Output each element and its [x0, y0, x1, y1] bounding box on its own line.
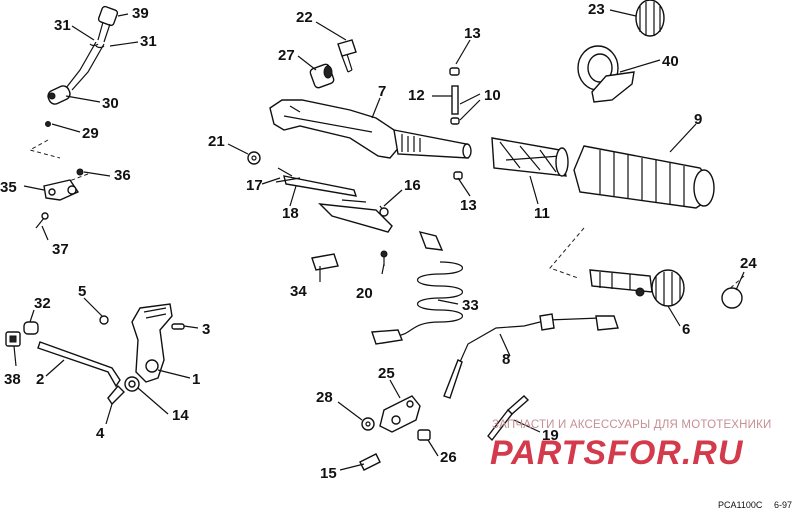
- callout-36: 36: [114, 167, 131, 184]
- callout-31b: 31: [140, 33, 157, 50]
- callout-10: 10: [484, 87, 501, 104]
- callout-24: 24: [740, 255, 757, 272]
- callout-8: 8: [502, 351, 510, 368]
- callout-7: 7: [378, 83, 386, 100]
- callout-28: 28: [316, 389, 333, 406]
- callout-2: 2: [36, 371, 44, 388]
- callout-22: 22: [296, 9, 313, 26]
- bracket-group: [359, 395, 530, 471]
- callout-13b: 13: [460, 197, 477, 214]
- callout-34: 34: [290, 283, 307, 300]
- callout-20: 20: [356, 285, 373, 302]
- leader-lines: [13, 9, 745, 471]
- callout-17: 17: [246, 177, 263, 194]
- tiller-arm-group: [247, 39, 472, 271]
- stop-switch-group: [371, 227, 745, 399]
- callout-33: 33: [462, 297, 479, 314]
- wiring-harness-group: [28, 5, 119, 229]
- callout-6: 6: [682, 321, 690, 338]
- callout-32: 32: [34, 295, 51, 312]
- callout-21: 21: [208, 133, 225, 150]
- callout-29: 29: [82, 125, 99, 142]
- callout-labels: 31 39 31 30 29 36 35 37 5 32 3 1 2 38 4 …: [0, 1, 757, 482]
- watermark-brand: PARTSFOR.RU: [490, 434, 744, 472]
- callout-19: 19: [542, 427, 559, 444]
- watermark-subtitle: ЗАПЧАСТИ И АКСЕССУАРЫ ДЛЯ МОТОТЕХНИКИ: [492, 419, 772, 431]
- callout-40: 40: [662, 53, 679, 70]
- callout-3: 3: [202, 321, 210, 338]
- callout-39: 39: [132, 5, 149, 22]
- callout-31a: 31: [54, 17, 71, 34]
- callout-38: 38: [4, 371, 21, 388]
- callout-26: 26: [440, 449, 457, 466]
- callout-18: 18: [282, 205, 299, 222]
- callout-9: 9: [694, 111, 702, 128]
- callout-35: 35: [0, 179, 17, 196]
- callout-11: 11: [534, 205, 550, 222]
- page-ref: 6-97: [774, 500, 792, 510]
- callout-25: 25: [378, 365, 395, 382]
- callout-27: 27: [278, 47, 295, 64]
- lever-group: [5, 303, 185, 406]
- drawing-code: PCA1100C: [718, 500, 763, 510]
- callout-15: 15: [320, 465, 337, 482]
- callout-12: 12: [408, 87, 425, 104]
- callout-4: 4: [96, 425, 105, 442]
- watermark: ЗАПЧАСТИ И АКСЕССУАРЫ ДЛЯ МОТОТЕХНИКИ PA…: [490, 419, 772, 472]
- callout-1: 1: [192, 371, 200, 388]
- callout-16: 16: [404, 177, 421, 194]
- grip-group: [491, 0, 715, 209]
- callout-37: 37: [52, 241, 69, 258]
- callout-14: 14: [172, 407, 189, 424]
- callout-30: 30: [102, 95, 119, 112]
- callout-13a: 13: [464, 25, 481, 42]
- callout-23: 23: [588, 1, 605, 18]
- callout-5: 5: [78, 283, 86, 300]
